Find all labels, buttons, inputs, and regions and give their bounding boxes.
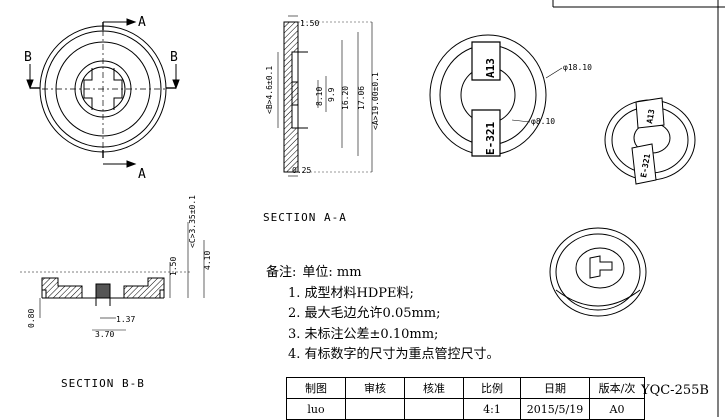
- iso-small-label-a13: A13: [645, 108, 656, 124]
- value-date: 2015/5/19: [520, 398, 590, 420]
- iso-view-main: A13 E-321 φ18.10 φ8.10: [429, 34, 592, 157]
- bb-dim-4: 0.80: [27, 309, 36, 328]
- iso-small-label-e321: E-321: [639, 153, 652, 178]
- value-drafter: luo: [286, 398, 346, 420]
- aa-dim-4: 9.9: [327, 87, 336, 102]
- section-bb-caption: SECTION B-B: [61, 377, 145, 390]
- note-item: 3. 未标注公差±0.10mm;: [288, 326, 439, 342]
- title-block: 制图 审核 核准 比例 日期 版本/次 luo 4:1 2015/5/19 A0: [286, 377, 645, 420]
- cut-b-right-label: B: [170, 50, 178, 65]
- note-item: 2. 最大毛边允许0.05mm;: [288, 306, 441, 321]
- iso-label-e321: E-321: [484, 122, 497, 155]
- section-aa-view: 1.50 <B>4.6±0.1 8.10 9.9 16.20 17.06 <A>…: [265, 15, 380, 177]
- notes-title-line: 备注: 单位: mm: [266, 263, 500, 284]
- notes-title: 备注:: [266, 265, 297, 280]
- aa-dim-8: 0.25: [292, 166, 311, 175]
- header-drafter: 制图: [286, 377, 346, 399]
- value-approver: [404, 398, 464, 420]
- header-date: 日期: [520, 377, 590, 399]
- note-item: 4. 有标数字的尺寸为重点管控尺寸。: [288, 347, 500, 362]
- value-scale: 4:1: [463, 398, 521, 420]
- aa-dim-7: <A>19.00±0.1: [371, 72, 380, 130]
- note-item: 1. 成型材料HDPE料;: [288, 285, 414, 301]
- notes-block: 备注: 单位: mm 1. 成型材料HDPE料; 2. 最大毛边允许0.05mm;…: [266, 263, 500, 366]
- header-approver: 核准: [404, 377, 464, 399]
- iso-view-bottom: [549, 227, 647, 317]
- section-aa-caption: SECTION A-A: [263, 211, 347, 224]
- iso-view-small: A13 E-321: [604, 97, 696, 185]
- bb-dim-2: 1.50: [169, 257, 178, 276]
- aa-dim-2: <B>4.6±0.1: [265, 66, 274, 114]
- title-block-header-row: 制图 审核 核准 比例 日期 版本/次: [286, 377, 645, 399]
- aa-dim-3: 8.10: [315, 87, 324, 106]
- title-block-value-row: luo 4:1 2015/5/19 A0: [286, 398, 645, 420]
- notes-list: 1. 成型材料HDPE料; 2. 最大毛边允许0.05mm; 3. 未标注公差±…: [266, 284, 500, 366]
- bb-dim-3: 4.10: [203, 251, 212, 270]
- bb-dim-5: 1.37: [116, 315, 135, 324]
- aa-dim-5: 16.20: [341, 86, 350, 110]
- value-version: A0: [589, 398, 645, 420]
- aa-dim-6: 17.06: [357, 86, 366, 110]
- aa-dim-1: 1.50: [300, 19, 319, 28]
- header-reviewer: 审核: [345, 377, 405, 399]
- iso-dia-inner: φ8.10: [531, 117, 555, 126]
- header-scale: 比例: [463, 377, 521, 399]
- value-reviewer: [345, 398, 405, 420]
- section-bb-view: <C>3.35±0.1 1.50 4.10 0.80 1.37 3.70: [20, 195, 212, 339]
- iso-dia-outer: φ18.10: [563, 63, 592, 72]
- cut-a-top-label: A: [138, 15, 146, 30]
- notes-unit: 单位: mm: [302, 265, 362, 280]
- header-version: 版本/次: [589, 377, 645, 399]
- iso-label-a13: A13: [484, 58, 497, 78]
- drawing-number: YQC-255B: [641, 383, 709, 398]
- top-view: A A B B: [24, 15, 180, 182]
- bb-dim-6: 3.70: [95, 330, 114, 339]
- cut-a-bottom-label: A: [138, 167, 146, 182]
- cut-b-left-label: B: [24, 50, 32, 65]
- bb-dim-1: <C>3.35±0.1: [188, 195, 197, 248]
